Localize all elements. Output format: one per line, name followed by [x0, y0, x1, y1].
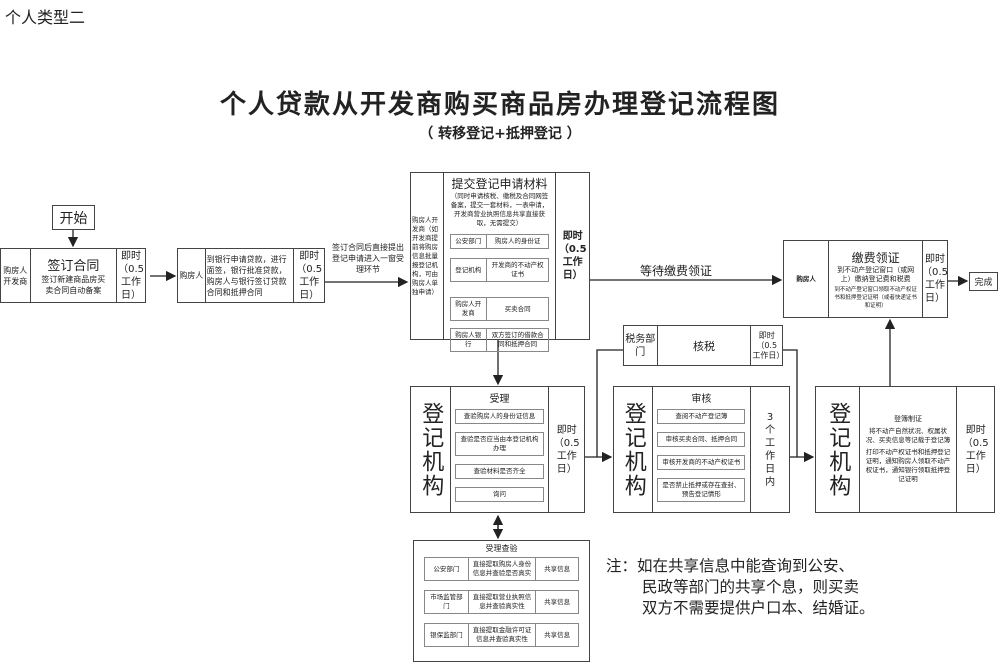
- page-label: 个人类型二: [5, 8, 86, 27]
- body: 到银行申请贷款，进行面签，银行批准贷款，购房人与银行签订贷款合同和抵押合同: [206, 249, 295, 302]
- verification-box: 受理查验 公安部门直接提取购房人身份信息并查验是否真实共享信息 市场监管部门直接…: [413, 540, 590, 662]
- actor: 购房人 开发商: [1, 249, 31, 302]
- action: 直接提取购房人身份信息并查验是否真实: [467, 558, 535, 580]
- body: 签订新建商品房买卖合同自动备案: [41, 275, 106, 295]
- step-pay-fees: 购房人 缴费领证 到不动产登记窗口（或网上）缴纳登记费和税费 到不动产登记窗口领…: [783, 240, 948, 318]
- heading: 审核: [691, 394, 712, 405]
- method: 共享信息: [535, 624, 578, 646]
- arrow-label: 等待缴费领证: [640, 264, 713, 278]
- source: 公安部门: [455, 237, 482, 245]
- task: 是否禁止抵押或存在查封、预告登记情形: [657, 478, 746, 502]
- step-review: 登记机构 审核 查阅不动产登记簿 审核买卖合同、抵押合同 审核开发商的不动产权证…: [613, 386, 790, 513]
- time: 即时（0.5工作日）: [553, 424, 580, 475]
- task: 查阅不动产登记簿: [657, 409, 746, 424]
- actor: 税务部门: [624, 326, 658, 365]
- step-accept: 登记机构 受理 查验购房人的身份证信息 查验是否应当由本登记机构办理 查验材料是…: [410, 386, 585, 513]
- action: 直接提取金融许可证信息并查验真实性: [467, 624, 535, 646]
- note: （同时申请核税、缴税及合同网签备案，提交一套材料，一表申请，开发商营业执照信息共…: [450, 192, 549, 227]
- arrow-label: 签订合同后直接提出登记申请进入一窗受理环节: [332, 243, 404, 274]
- start-node: 开始: [52, 205, 95, 230]
- time: 即时（0.5工作日）: [962, 424, 989, 475]
- verification-row: 公安部门直接提取购房人身份信息并查验是否真实共享信息: [424, 557, 579, 581]
- time: 即时（0.5工作日）: [558, 231, 587, 281]
- task: 查验材料是否齐全: [455, 464, 544, 479]
- material: 开发商的不动产权证书: [485, 259, 549, 281]
- time: 即时（0.5工作日）: [296, 250, 323, 301]
- task: 审核开发商的不动产权证书: [657, 455, 746, 470]
- dept: 市场监管部门: [430, 593, 463, 610]
- page-subtitle: （ 转移登记+抵押登记 ）: [419, 126, 581, 142]
- source: 购房人开发商: [455, 300, 482, 317]
- actor: 登记机构: [614, 387, 653, 512]
- actor: 购房人: [784, 241, 830, 317]
- task: 查验是否应当由本登记机构办理: [455, 432, 544, 456]
- heading: 签订合同: [47, 259, 100, 274]
- footnote-line: 注：如在共享信息中能查询到公安、: [606, 557, 855, 575]
- finish-node: 完成: [969, 272, 998, 291]
- page-title: 个人贷款从开发商购买商品房办理登记流程图: [219, 90, 780, 120]
- footnote: 注：如在共享信息中能查询到公安、 民政等部门的共享个息，则买卖 双方不需要提供户…: [606, 556, 875, 619]
- heading: 缴费领证: [851, 250, 900, 265]
- dept: 银保监部门: [430, 630, 463, 639]
- heading: 受理查验: [485, 544, 518, 553]
- task: 审核买卖合同、抵押合同: [657, 432, 746, 447]
- time: 即时（0.5工作日）: [922, 254, 948, 304]
- time: 即时（0.5工作日）: [752, 330, 785, 360]
- method: 共享信息: [535, 558, 578, 580]
- body: 打印不动产权证书和抵押登记证明，通知购房人领取不动产权证书，通知银行领取抵押登记…: [865, 448, 951, 483]
- step-bank-loan: 购房人 到银行申请贷款，进行面签，银行批准贷款，购房人与银行签订贷款合同和抵押合…: [177, 248, 325, 303]
- actor: 购房人开发商（如开发商提前将购房信息批量报登记机构，可由购房人单独申请）: [411, 173, 444, 339]
- dept: 公安部门: [433, 564, 460, 573]
- heading: 核税: [658, 326, 752, 365]
- task: 查验购房人的身份证信息: [455, 409, 544, 424]
- time: 即时（0.5工作日）: [118, 250, 144, 301]
- time: 3个工作日内: [765, 411, 776, 488]
- heading: 受理: [489, 394, 510, 405]
- actor: 购房人: [178, 249, 206, 302]
- body: 到不动产登记窗口领取不动产权证书和抵押登记证明（或者快递证书和证明）: [834, 286, 917, 309]
- footnote-line: 双方不需要提供户口本、结婚证。: [642, 599, 875, 617]
- step-submit-materials: 购房人开发商（如开发商提前将购房信息批量报登记机构，可由购房人单独申请） 提交登…: [410, 172, 590, 352]
- step-tax: 税务部门 核税 即时（0.5工作日）: [623, 325, 785, 366]
- footnote-line: 民政等部门的共享个息，则买卖: [642, 578, 860, 596]
- actor: 登记机构: [411, 387, 451, 512]
- body: 将不动产自然状况、权属状况、买卖信息等记载于登记簿: [865, 427, 951, 444]
- heading: 提交登记申请材料: [451, 177, 548, 191]
- heading: 登簿制证: [893, 415, 922, 423]
- body: 到不动产登记窗口（或网上）缴纳登记费和税费: [837, 265, 915, 283]
- step-register: 登记机构 登簿制证 将不动产自然状况、权属状况、买卖信息等记载于登记簿 打印不动…: [815, 386, 995, 513]
- task: 询问: [455, 487, 544, 502]
- verification-row: 市场监管部门直接提取营业执照信息并查验真实性共享信息: [424, 590, 579, 614]
- source: 购房人银行: [455, 331, 482, 348]
- material: 买卖合同: [485, 298, 549, 320]
- material: 双方签订的借款合同和抵押合同: [485, 329, 549, 351]
- method: 共享信息: [535, 591, 578, 613]
- step-sign-contract: 购房人 开发商 签订合同签订新建商品房买卖合同自动备案 即时（0.5工作日）: [0, 248, 146, 303]
- material: 购房人的身份证: [485, 235, 549, 248]
- source: 登记机构: [455, 265, 482, 274]
- verification-row: 银保监部门直接提取金融许可证信息并查验真实性共享信息: [424, 623, 579, 647]
- action: 直接提取营业执照信息并查验真实性: [467, 591, 535, 613]
- actor: 登记机构: [816, 387, 860, 512]
